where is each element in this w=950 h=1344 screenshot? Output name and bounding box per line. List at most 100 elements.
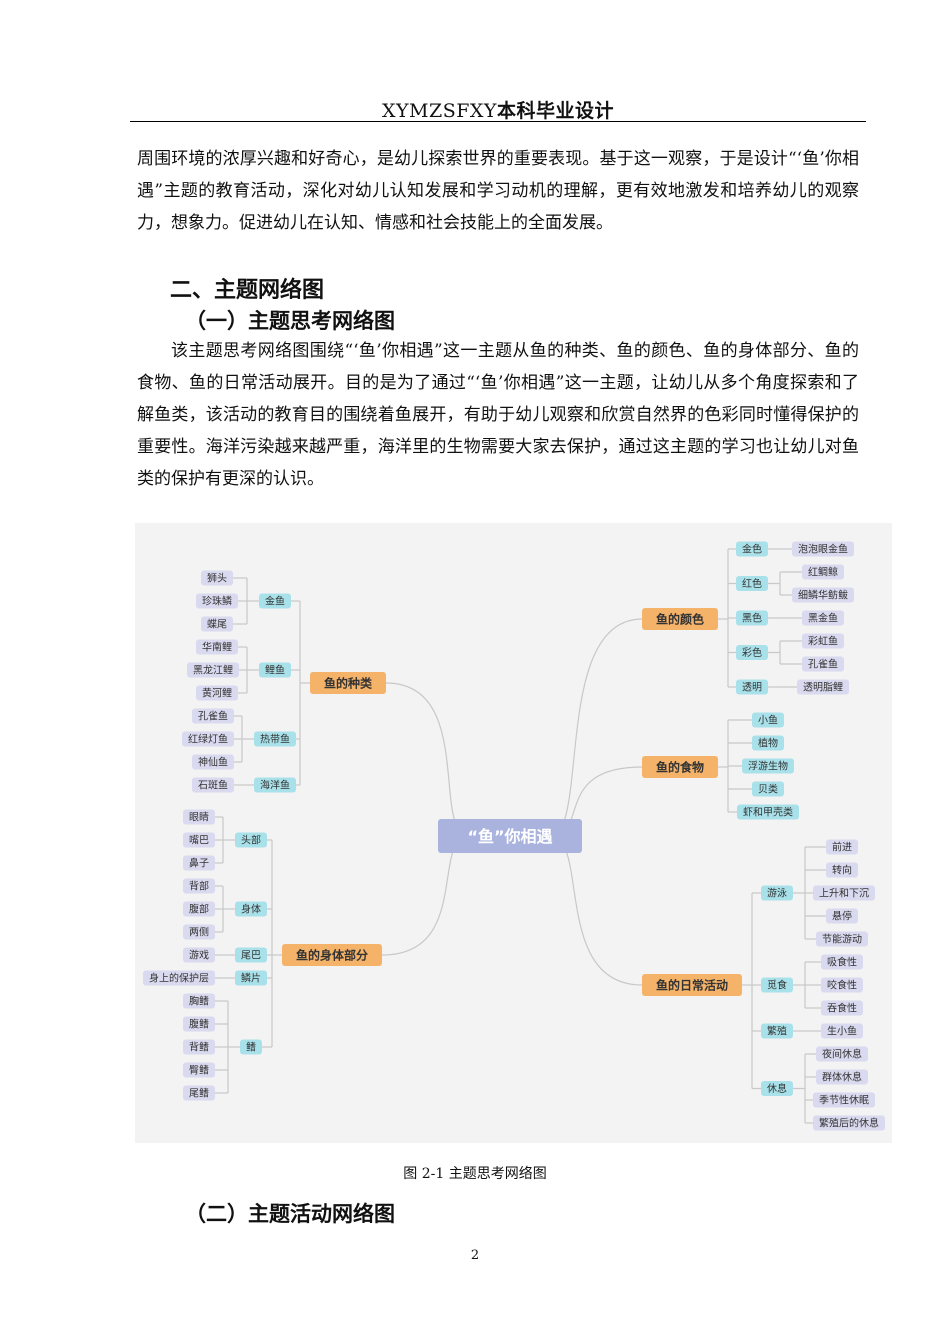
leaf-node-box [143,970,215,986]
group-node-label: 鲤鱼 [265,664,285,677]
leaf-node-label: 背鳍 [189,1041,209,1054]
branch-link [549,835,643,986]
center-node-label: “鱼”你相遇 [467,827,552,846]
group-node-box [259,593,291,609]
main-node-label: 鱼的日常活动 [656,977,728,992]
leaf-node-label: 吸食性 [827,956,857,969]
group-node-box [761,885,793,901]
leaf-node-box [182,731,234,747]
header-rule [130,121,866,122]
leaf-node-label: 咬食性 [827,979,857,992]
leaf-node-label: 上升和下沉 [819,887,869,900]
group-node-label: 黑色 [742,612,762,625]
group-node-box [742,758,794,774]
subsection-two-title: （二）主题活动网络图 [185,1202,395,1226]
leaf-node-label: 华南鲤 [202,641,232,654]
leaf-node-box [183,1016,215,1032]
group-node-box [235,832,267,848]
leaf-node-box [196,685,238,701]
leaf-node-box [183,878,215,894]
group-node-box [235,901,267,917]
branch-link [381,835,471,956]
group-node-label: 繁殖 [767,1025,787,1038]
leaf-node-label: 腹鳍 [189,1018,209,1031]
intro-paragraph: 周围环境的浓厚兴趣和好奇心，是幼儿探索世界的重要表现。基于这一观察，于是设计“‘… [137,149,859,233]
leaf-node-label: 孔雀鱼 [808,658,838,671]
group-node-label: 身体 [241,903,261,916]
branch-link [549,618,643,837]
group-node-label: 金鱼 [265,595,285,608]
group-node-label: 鳞片 [241,972,261,985]
leaf-node-box [183,1062,215,1078]
page-header: XYMZSFXY本科毕业设计 [130,96,866,123]
group-node-label: 彩色 [742,646,762,659]
leaf-node-box [802,656,844,672]
group-node-box [736,576,768,591]
leaf-node-box [201,616,233,632]
leaf-node-label: 神仙鱼 [198,756,228,769]
leaf-node-box [192,777,234,793]
leaf-node-box [192,708,234,724]
group-node-box [752,712,784,728]
group-node-box [736,679,768,695]
leaf-node-label: 嘴巴 [189,835,209,847]
header-school: XYMZSFXY [381,100,497,122]
leaf-node-label: 孔雀鱼 [198,710,228,723]
group-node-box [737,804,799,820]
group-node-label: 植物 [758,737,778,750]
leaf-node-box [196,593,238,609]
group-node-box [736,610,768,626]
leaf-node-label: 黑金鱼 [808,612,838,625]
group-node-label: 虾和甲壳类 [743,806,793,819]
main-node-box [642,974,742,996]
group-node-label: 贝类 [758,783,778,796]
group-node-box [736,541,768,557]
leaf-node-label: 前进 [832,841,852,854]
section-two-title: 二、主题网络图 [170,278,325,303]
leaf-node-label: 石斑鱼 [198,779,228,792]
leaf-node-box [826,862,858,878]
leaf-node-label: 两侧 [189,926,209,939]
group-node-box [254,731,296,747]
main-node-label: 鱼的身体部分 [296,947,368,962]
leaf-node-label: 尾鳍 [189,1087,209,1100]
group-node-label: 浮游生物 [748,760,788,773]
mindmap-figure: 金鱼狮头珍珠鳞蝶尾鲤鱼华南鲤黑龙江鲤黄河鲤热带鱼孔雀鱼红绿灯鱼神仙鱼海洋鱼石斑鱼… [135,523,892,1143]
branch-link [385,682,471,837]
group-node-label: 金色 [742,543,762,556]
main-node-box [642,608,718,630]
leaf-node-box [183,855,215,871]
mindmap-svg: 金鱼狮头珍珠鳞蝶尾鲤鱼华南鲤黑龙江鲤黄河鲤热带鱼孔雀鱼红绿灯鱼神仙鱼海洋鱼石斑鱼… [143,541,885,1131]
leaf-node-label: 臀鳍 [189,1064,209,1077]
group-node-box [736,645,768,660]
group-node-box [761,977,793,993]
main-node-label: 鱼的颜色 [656,611,704,626]
header-title: 本科毕业设计 [496,100,614,122]
figure-caption: 图 2-1 主题思考网络图 [403,1166,547,1182]
group-node-label: 红色 [742,577,762,590]
main-node-box [642,756,718,778]
leaf-node-box [813,1092,875,1108]
leaf-node-label: 黑龙江鲤 [193,664,233,677]
leaf-node-label: 红鲷鲸 [808,566,838,579]
group-node-box [752,781,784,797]
main-node-box [310,672,386,694]
leaf-node-box [792,587,854,603]
leaf-node-label: 季节性休眠 [819,1094,869,1107]
leaf-node-box [816,1069,868,1085]
leaf-node-box [802,564,844,580]
leaf-node-box [187,662,239,678]
group-node-label: 头部 [241,834,261,847]
leaf-node-box [826,908,858,924]
group-node-box [240,1039,262,1055]
leaf-node-label: 细鳞华鲂鲅 [798,589,848,602]
leaf-node-label: 腹部 [189,903,209,916]
group-node-label: 游泳 [767,887,787,900]
group-node-label: 小鱼 [758,714,778,727]
group-node-label: 休息 [767,1082,787,1095]
leaf-node-box [802,633,844,649]
leaf-node-label: 群体休息 [822,1071,862,1084]
leaf-node-box [797,679,849,695]
group-node-box [254,777,296,793]
leaf-node-label: 胸鳍 [189,995,209,1008]
